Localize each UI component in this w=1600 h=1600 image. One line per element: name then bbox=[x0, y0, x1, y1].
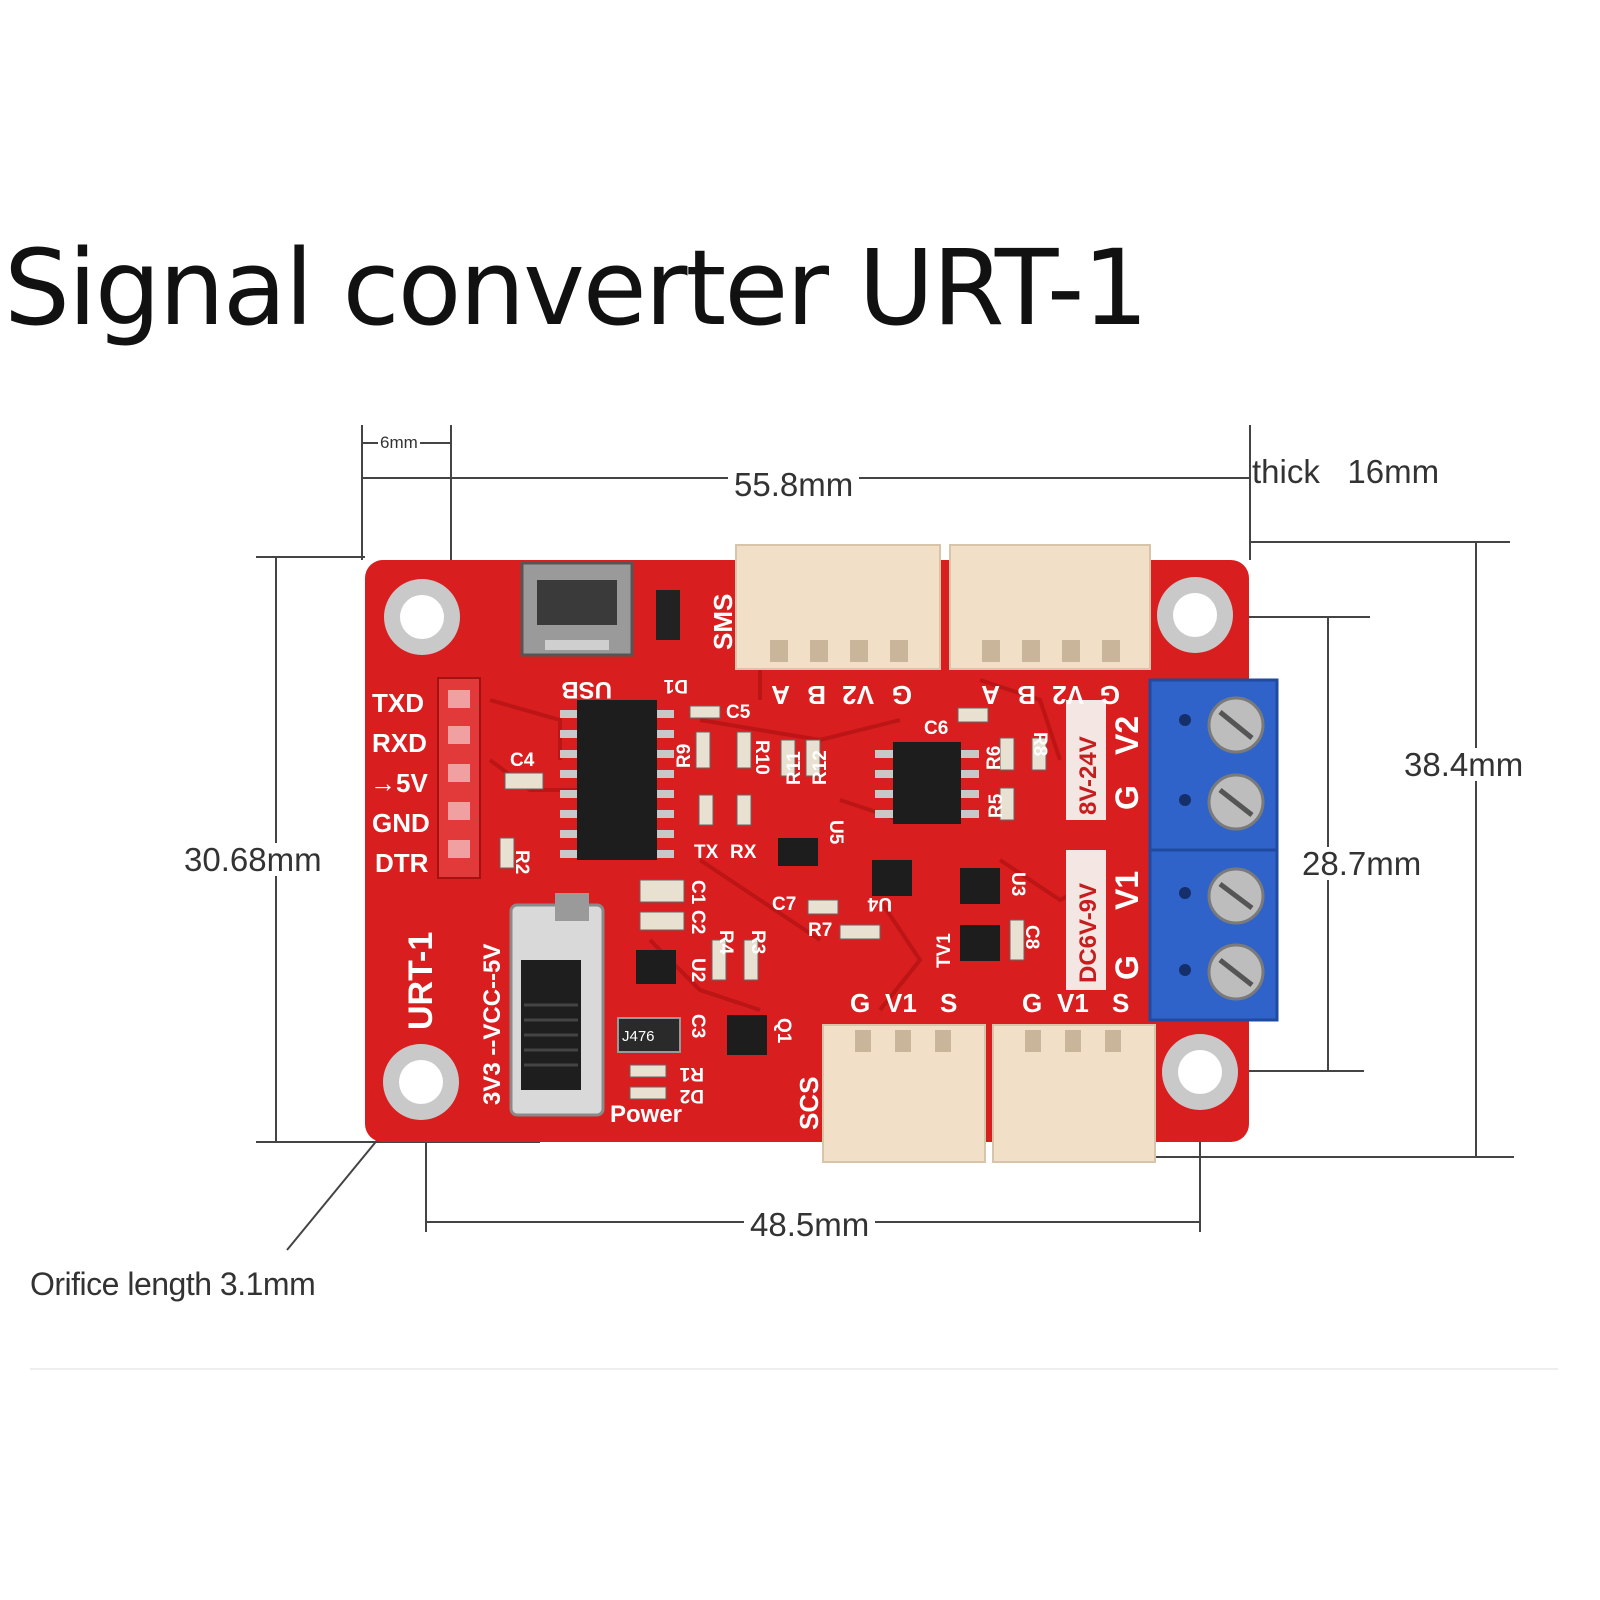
designator: Q1 bbox=[773, 1018, 794, 1044]
designator: C4 bbox=[510, 750, 535, 771]
designator: R6 bbox=[984, 746, 1005, 770]
header-pin-label: →5V bbox=[370, 768, 428, 798]
usb-label: USB bbox=[561, 676, 612, 703]
small-transistors bbox=[636, 838, 1000, 1055]
bottom-pin-label: V1 bbox=[1057, 988, 1089, 1018]
designator: C6 bbox=[924, 718, 948, 739]
scs-label: SCS bbox=[794, 1077, 824, 1130]
designator: J476 bbox=[622, 1028, 655, 1045]
top-connectors bbox=[735, 544, 1151, 670]
designator: R5 bbox=[986, 793, 1007, 818]
switch-label: 3V3 --VCC--5V bbox=[479, 944, 506, 1105]
terminal-label: G bbox=[1109, 785, 1145, 810]
designator: RX bbox=[730, 842, 757, 863]
terminal-label: V2 bbox=[1109, 716, 1145, 755]
screw-terminals bbox=[1148, 678, 1279, 1022]
designator: U2 bbox=[687, 958, 708, 982]
designator: U5 bbox=[825, 820, 846, 845]
designator: R9 bbox=[674, 744, 695, 768]
pin-header bbox=[437, 677, 481, 879]
v2-range-panel bbox=[1066, 700, 1106, 820]
mount-holes bbox=[383, 577, 1238, 1120]
top-pin-label: G bbox=[1100, 680, 1120, 710]
designator: U3 bbox=[1007, 872, 1028, 896]
model-label: URT-1 bbox=[402, 932, 440, 1030]
designator: D2 bbox=[680, 1085, 704, 1106]
passives bbox=[499, 705, 1047, 1100]
terminal-label: V1 bbox=[1109, 871, 1145, 910]
designator: R4 bbox=[715, 930, 736, 955]
v2-range-label: 8V-24V bbox=[1075, 736, 1102, 815]
secondary-ic bbox=[875, 742, 979, 824]
designator: R2 bbox=[511, 850, 532, 874]
orifice-note: Orifice length 3.1mm bbox=[30, 1266, 316, 1302]
designator: R10 bbox=[751, 740, 772, 775]
hole-horizontal-label: 48.5mm bbox=[744, 1208, 876, 1241]
header-pin-label: DTR bbox=[375, 848, 429, 878]
bottom-pin-label: G bbox=[1022, 988, 1042, 1018]
height-label: 38.4mm bbox=[1398, 748, 1530, 781]
designator: D1 bbox=[663, 675, 688, 696]
designator: R12 bbox=[810, 750, 831, 785]
bottom-connectors bbox=[822, 1024, 1156, 1163]
length-label: 55.8mm bbox=[728, 468, 860, 501]
designator: C8 bbox=[1021, 925, 1042, 949]
designator: C5 bbox=[726, 702, 751, 723]
v1-range-label: DC6V-9V bbox=[1075, 883, 1102, 983]
page-title: Signal converter URT-1 bbox=[4, 227, 1149, 349]
header-pin-label: GND bbox=[372, 808, 430, 838]
sms-label: SMS bbox=[708, 594, 738, 650]
top-pin-label: V2 bbox=[1052, 680, 1084, 710]
diode-d1 bbox=[656, 590, 680, 640]
top-pin-label: A bbox=[771, 680, 790, 710]
top-pin-label: G bbox=[892, 680, 912, 710]
usb-connector bbox=[520, 561, 634, 657]
designator: C2 bbox=[687, 910, 708, 934]
bottom-pin-label: G bbox=[850, 988, 870, 1018]
top-pin-label: A bbox=[981, 680, 1000, 710]
thickness-label: thick 16mm bbox=[1252, 453, 1440, 490]
thickness-word: thick bbox=[1252, 453, 1320, 490]
v1-range-panel bbox=[1066, 850, 1106, 990]
divider bbox=[30, 1368, 1558, 1370]
top-pin-label: B bbox=[807, 680, 826, 710]
slide-switch bbox=[509, 893, 605, 1117]
designator: R8 bbox=[1029, 732, 1050, 756]
terminal-label: G bbox=[1109, 955, 1145, 980]
designator: R1 bbox=[679, 1063, 704, 1084]
designator: C1 bbox=[687, 880, 708, 905]
header-pin-label: RXD bbox=[372, 728, 427, 758]
bottom-pin-label: V1 bbox=[885, 988, 917, 1018]
header-pin-label: TXD bbox=[372, 688, 424, 718]
designator: U4 bbox=[867, 893, 892, 914]
thickness-value: 16mm bbox=[1347, 453, 1440, 490]
hole-vertical-label: 28.7mm bbox=[1296, 847, 1428, 880]
designator: TX bbox=[694, 842, 719, 863]
designator: C3 bbox=[687, 1014, 708, 1038]
hole-offset-label: 6mm bbox=[378, 433, 420, 452]
bottom-pin-label: S bbox=[1112, 988, 1129, 1018]
power-label: Power bbox=[610, 1101, 682, 1128]
top-pin-label: V2 bbox=[842, 680, 874, 710]
bottom-pin-label: S bbox=[940, 988, 957, 1018]
designator: TV1 bbox=[934, 933, 955, 968]
designator: R11 bbox=[784, 751, 805, 785]
designator: R7 bbox=[808, 920, 832, 941]
top-pin-label: B bbox=[1017, 680, 1036, 710]
designator: R3 bbox=[747, 930, 768, 954]
main-ic bbox=[560, 700, 674, 860]
pcb-height-label: 30.68mm bbox=[178, 843, 328, 876]
designator: C7 bbox=[772, 894, 796, 915]
